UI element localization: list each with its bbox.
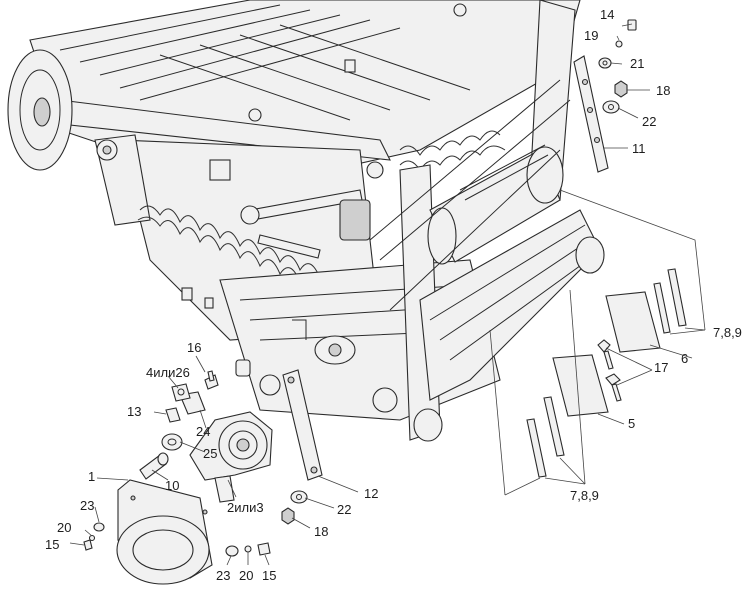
washer-22-top [602, 100, 620, 114]
plates-7-8-9-right [653, 268, 687, 334]
bolt-14 [627, 19, 637, 31]
nut-18-top [614, 80, 628, 98]
label-6: 6 [681, 351, 688, 366]
label-5: 5 [628, 416, 635, 431]
label-14: 14 [600, 7, 614, 22]
label-17: 17 [654, 360, 668, 375]
lockwasher-19 [615, 40, 623, 48]
part-16-bolt [204, 370, 219, 390]
bolts-17 [597, 339, 622, 402]
label-22-top: 22 [642, 114, 656, 129]
label-2or3: 2или3 [227, 500, 264, 515]
label-1: 1 [88, 469, 95, 484]
label-23-bottom: 23 [216, 568, 230, 583]
label-20-left: 20 [57, 520, 71, 535]
label-21: 21 [630, 56, 644, 71]
label-4or26: 4или26 [146, 365, 190, 380]
washer-21 [598, 57, 612, 69]
label-12: 12 [364, 486, 378, 501]
label-11: 11 [632, 141, 646, 156]
fasteners-top-right [598, 19, 637, 114]
label-10: 10 [165, 478, 179, 493]
fasteners-bottom [225, 542, 271, 557]
label-20-bottom: 20 [239, 568, 253, 583]
callout-labels: 14 19 21 18 22 11 7,8,9 6 17 5 7,8,9 16 … [45, 7, 742, 583]
part-12-bar [282, 369, 323, 481]
label-13: 13 [127, 404, 141, 419]
part-13-bolt [165, 407, 181, 423]
label-24: 24 [196, 424, 210, 439]
part-11-strip [573, 55, 609, 173]
part-5-deflector [552, 354, 609, 417]
label-15-left: 15 [45, 537, 59, 552]
label-22-bottom: 22 [337, 502, 351, 517]
label-25: 25 [203, 446, 217, 461]
label-16: 16 [187, 340, 201, 355]
label-23-left: 23 [80, 498, 94, 513]
label-19: 19 [584, 28, 598, 43]
fasteners-bottom-mid [281, 490, 308, 525]
part-10-sleeve [139, 452, 169, 480]
part-2or3-tensioner [189, 411, 273, 503]
part-25-washer [161, 433, 183, 451]
label-7-8-9-right: 7,8,9 [713, 325, 742, 340]
leader-lines [69, 23, 706, 566]
part-6-deflector [605, 291, 661, 353]
part-4or26-fitting [171, 383, 191, 402]
label-18-bottom: 18 [314, 524, 328, 539]
part-1-guard [116, 479, 213, 585]
header-frame-assembly [7, 0, 605, 442]
fasteners-left [83, 522, 105, 551]
plates-7-8-9-bottom [526, 396, 565, 478]
label-7-8-9-bottom: 7,8,9 [570, 488, 599, 503]
label-15-bottom: 15 [262, 568, 276, 583]
label-18-top: 18 [656, 83, 670, 98]
